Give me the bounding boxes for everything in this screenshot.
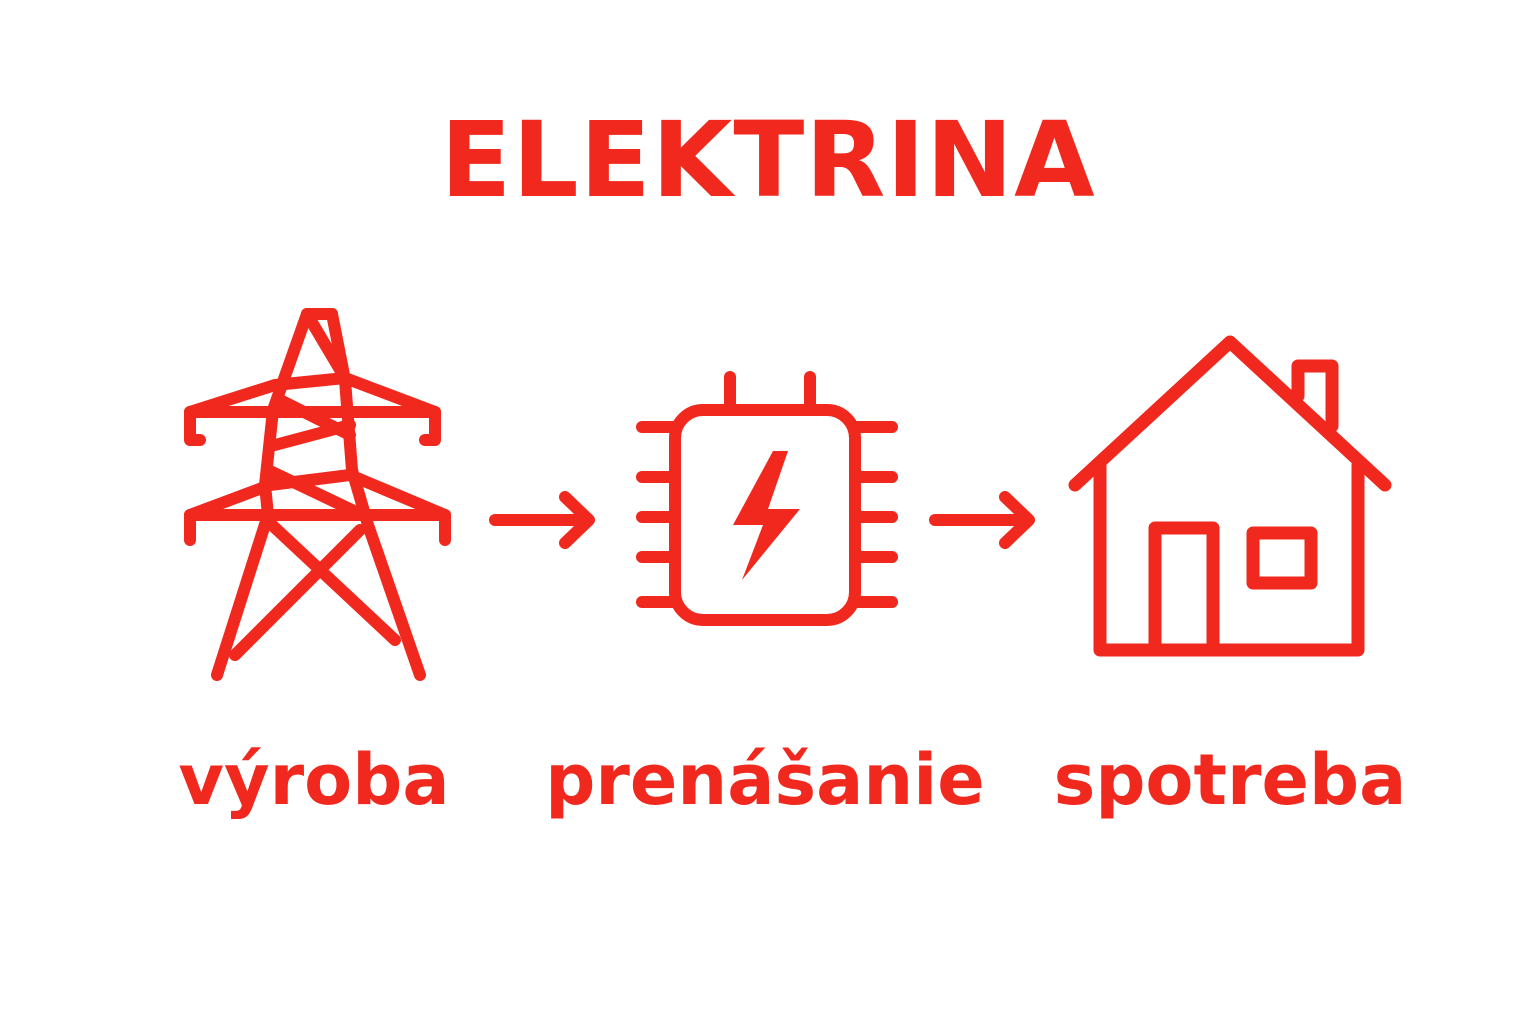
arrow-right-icon xyxy=(929,491,1035,549)
power-pylon-icon xyxy=(184,308,451,681)
house-icon xyxy=(1068,335,1392,657)
step-label-prenasanie: prenášanie xyxy=(545,739,985,821)
arrow-right-icon xyxy=(489,491,595,549)
transformer-bolt-icon xyxy=(636,371,898,626)
page-title: ELEKTRINA xyxy=(440,99,1096,221)
step-label-spotreba: spotreba xyxy=(1053,739,1407,821)
step-label-vyroba: výroba xyxy=(178,739,450,821)
